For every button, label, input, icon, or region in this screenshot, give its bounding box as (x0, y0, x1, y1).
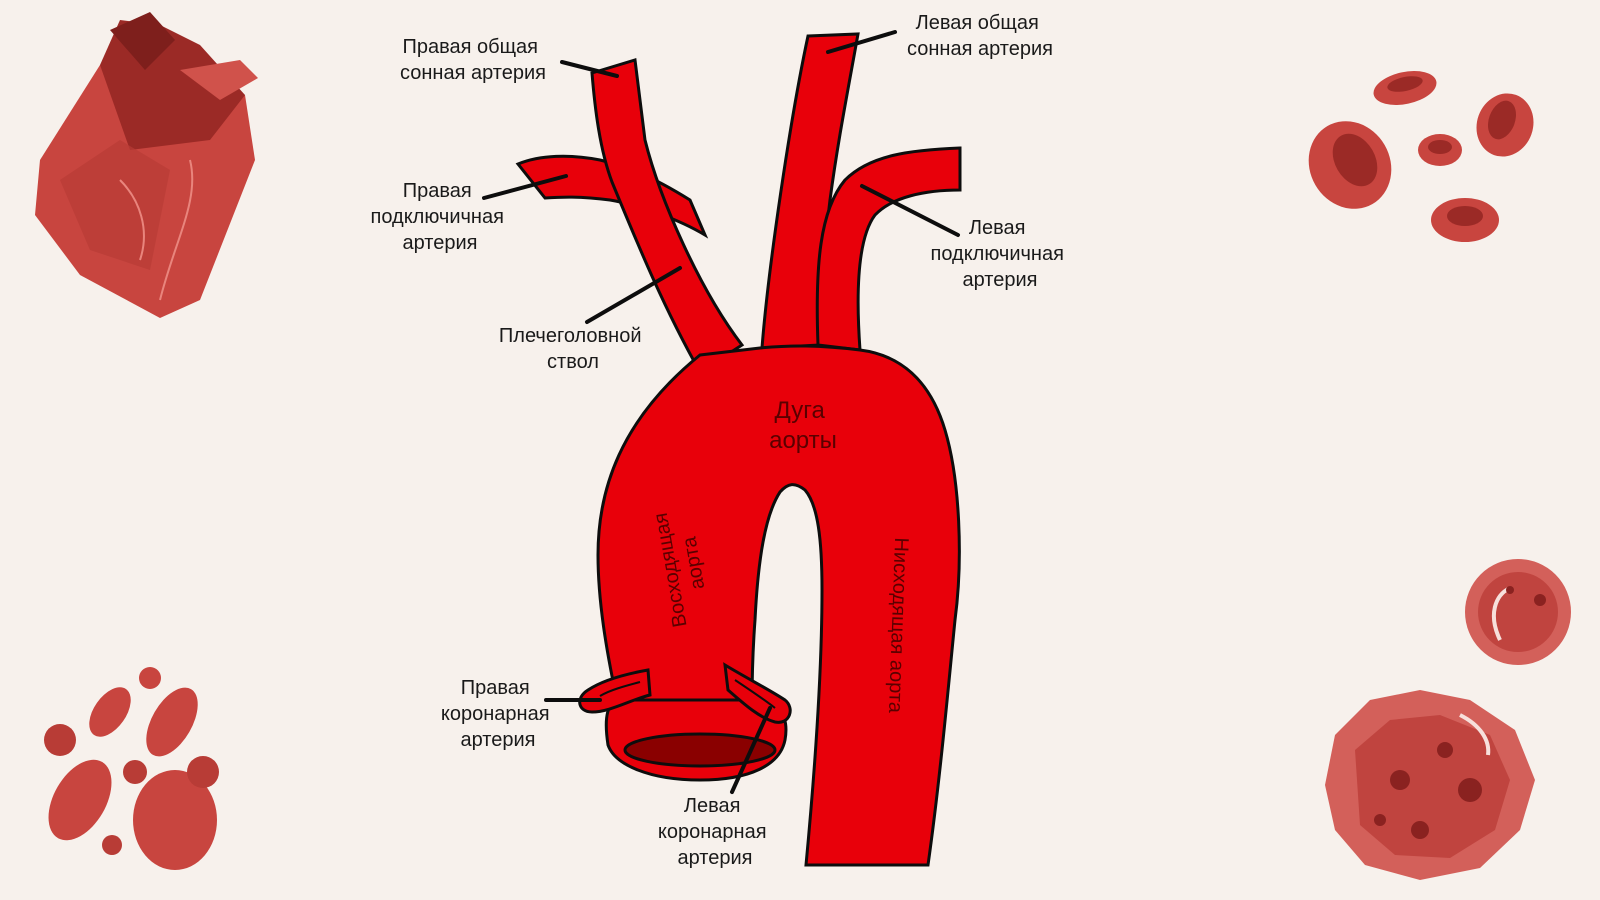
round-cell-icon (1465, 559, 1571, 665)
aortic-valve-opening (623, 732, 777, 768)
brachiocephalic-trunk (590, 58, 745, 375)
aorta (515, 32, 962, 867)
left-common-carotid-label: Левая общая сонная артерия (907, 12, 1053, 60)
aortic-arch (596, 344, 961, 867)
right-coronary-label: Правая коронарная артерия (441, 677, 555, 751)
left-subclavian-label: Левая подключичная артерия (931, 217, 1070, 291)
leader-lines (482, 30, 960, 794)
left-coronary-label: Левая коронарная артерия (658, 795, 772, 869)
left-subclavian-artery (815, 146, 962, 352)
right-subclavian-label: Правая подключичная артерия (371, 180, 510, 254)
red-blood-cells-icon (1308, 70, 1534, 242)
white-blood-cell-icon (1325, 690, 1535, 880)
brachiocephalic-label: Плечеголовной ствол (499, 325, 647, 373)
blood-cells-icon (44, 667, 219, 870)
heart-icon (35, 12, 258, 318)
right-common-carotid-label: Правая общая сонная артерия (400, 36, 546, 84)
aortic-arch-label: Дуга аорты (769, 397, 837, 454)
